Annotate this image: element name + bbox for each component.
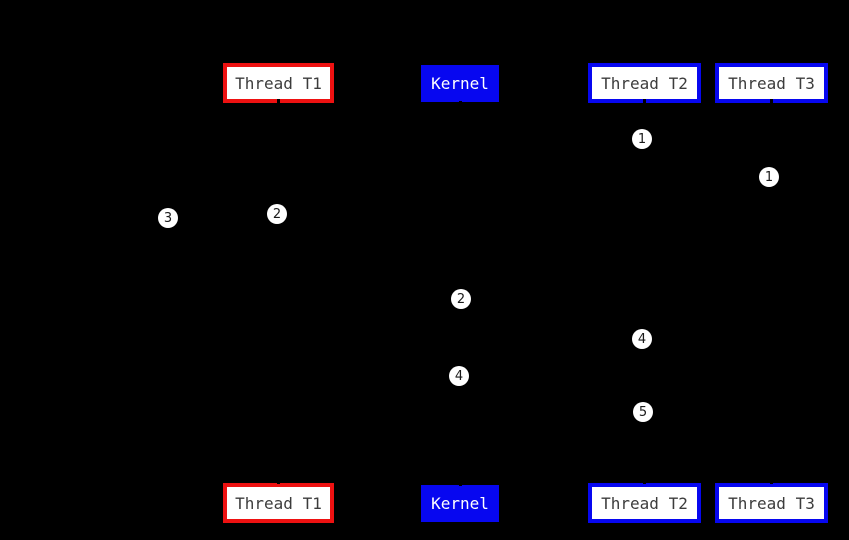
lifeline-stub — [643, 99, 646, 105]
step-marker-2: 2 — [451, 289, 471, 309]
node-kernel-top: Kernel — [421, 65, 499, 102]
node-label: Thread T3 — [728, 493, 815, 513]
node-label: Thread T1 — [235, 493, 322, 513]
node-thread-t1-top: Thread T1 — [223, 63, 334, 103]
lifeline-stub — [459, 480, 462, 486]
step-marker-number: 2 — [456, 291, 466, 307]
step-marker-number: 5 — [638, 404, 648, 420]
node-thread-t2-top: Thread T2 — [588, 63, 701, 103]
node-label: Kernel — [431, 74, 489, 93]
node-thread-t1-bottom: Thread T1 — [223, 483, 334, 523]
lifeline-stub — [459, 101, 462, 107]
lifeline-stub — [770, 99, 773, 105]
step-marker-number: 2 — [272, 206, 282, 222]
lifeline-stub — [770, 478, 773, 484]
node-label: Thread T3 — [728, 73, 815, 93]
step-marker-5: 5 — [633, 402, 653, 422]
node-kernel-bottom: Kernel — [421, 485, 499, 522]
node-thread-t3-top: Thread T3 — [715, 63, 828, 103]
step-marker-number: 4 — [454, 368, 464, 384]
node-label: Thread T2 — [601, 493, 688, 513]
node-thread-t3-bottom: Thread T3 — [715, 483, 828, 523]
step-marker-number: 1 — [637, 131, 647, 147]
node-label: Kernel — [431, 494, 489, 513]
lifeline-stub — [277, 478, 280, 484]
lifeline-stub — [277, 99, 280, 105]
step-marker-4: 4 — [449, 366, 469, 386]
step-marker-number: 3 — [163, 210, 173, 226]
step-marker-number: 1 — [764, 169, 774, 185]
step-marker-4: 4 — [632, 329, 652, 349]
node-label: Thread T2 — [601, 73, 688, 93]
node-thread-t2-bottom: Thread T2 — [588, 483, 701, 523]
lifeline-stub — [643, 478, 646, 484]
step-marker-number: 4 — [637, 331, 647, 347]
step-marker-1: 1 — [632, 129, 652, 149]
node-label: Thread T1 — [235, 73, 322, 93]
step-marker-1: 1 — [759, 167, 779, 187]
step-marker-3: 3 — [158, 208, 178, 228]
step-marker-2: 2 — [267, 204, 287, 224]
